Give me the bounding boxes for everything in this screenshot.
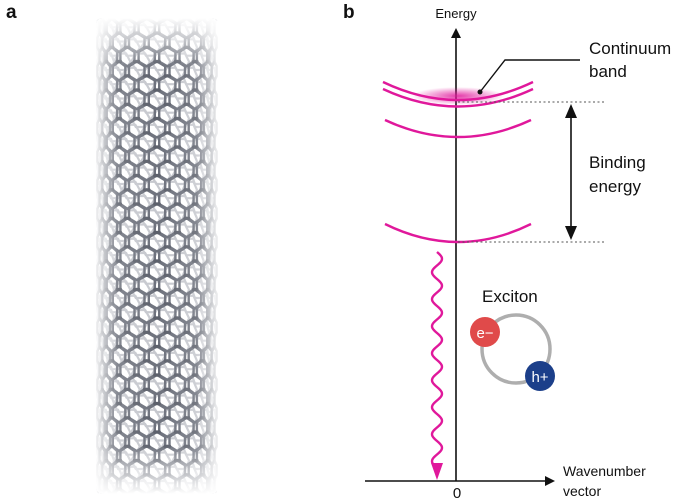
binding-energy-arrowhead-bottom bbox=[565, 226, 577, 240]
panel-label-a: a bbox=[6, 2, 17, 23]
electron-icon bbox=[470, 317, 500, 347]
hole-label: h+ bbox=[531, 369, 548, 386]
panel-label-b: b bbox=[343, 2, 355, 23]
continuum-callout-dot bbox=[477, 89, 483, 95]
exciton-label: Exciton bbox=[482, 287, 538, 306]
electron-label: e− bbox=[476, 325, 493, 342]
photon-arrowhead bbox=[431, 463, 443, 480]
wavenumber-axis-label: Wavenumber bbox=[563, 463, 646, 479]
hole: h+ bbox=[525, 361, 555, 391]
exciton-level-1 bbox=[384, 222, 532, 244]
continuum-band-label: Continuum bbox=[589, 39, 671, 58]
continuum-callout-line bbox=[479, 59, 580, 93]
electron: e− bbox=[470, 317, 500, 347]
photon-emission-wavy-arrow bbox=[430, 251, 444, 467]
carbon-nanotube-illustration bbox=[96, 18, 218, 494]
continuum-band-lower bbox=[382, 87, 534, 108]
continuum-band-upper bbox=[382, 80, 534, 102]
band-diagram: Energy Wavenumber vector 0 Binding energ… bbox=[365, 6, 671, 502]
origin-label: 0 bbox=[453, 485, 461, 502]
exciton-orbit bbox=[480, 313, 552, 385]
hole-icon bbox=[525, 361, 555, 391]
exciton-level-2 bbox=[384, 118, 532, 139]
energy-axis-label: Energy bbox=[435, 6, 477, 21]
binding-energy-label-2: energy bbox=[589, 177, 641, 196]
wavenumber-axis-label-2: vector bbox=[563, 483, 601, 499]
binding-energy-arrowhead-top bbox=[565, 104, 577, 118]
continuum-band-label-2: band bbox=[589, 62, 627, 81]
binding-energy-label: Binding bbox=[589, 153, 646, 172]
